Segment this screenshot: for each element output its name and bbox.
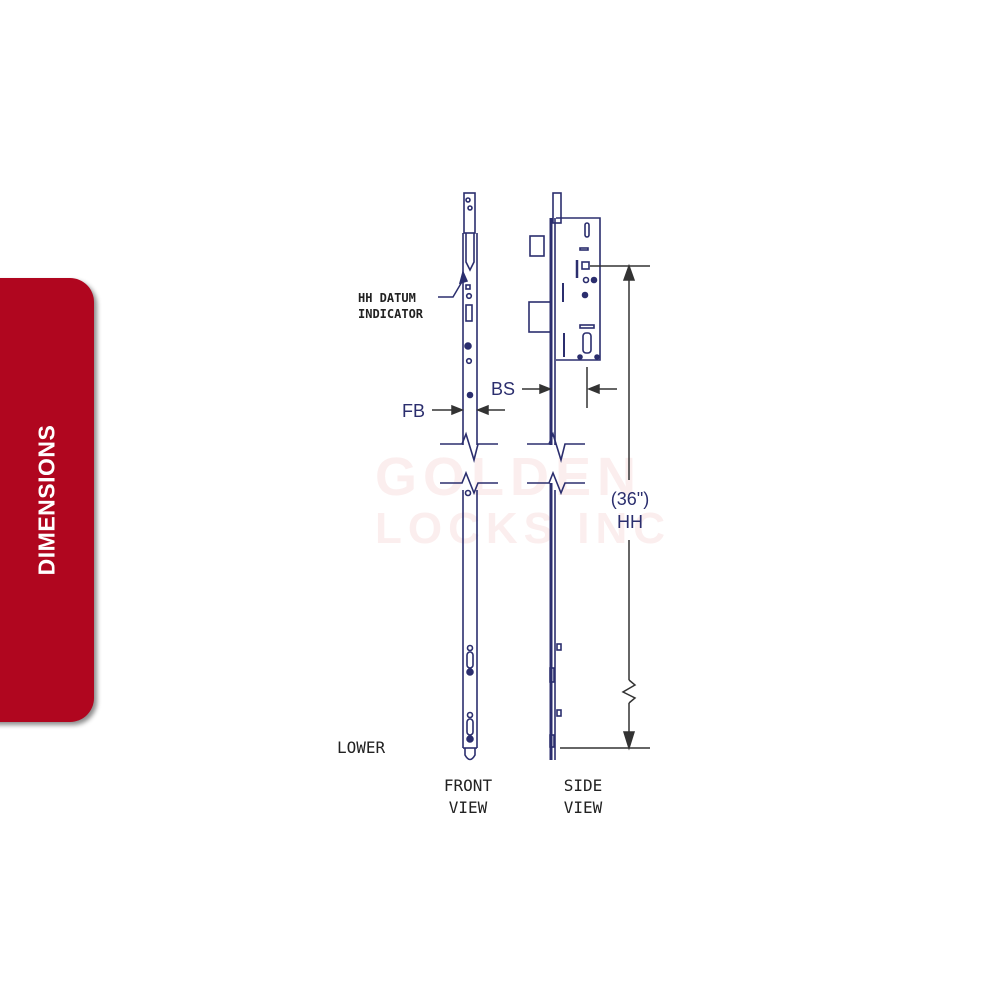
datum-label-line1: HH DATUM [358,291,416,305]
bs-label: BS [491,379,515,399]
datum-label-line2: INDICATOR [358,307,424,321]
hh-value-label: (36") [611,489,649,509]
datum-indicator-leader [438,269,469,298]
front-view-label-line2: VIEW [449,798,488,817]
watermark: GOLDEN LOCKS INC [375,447,671,553]
side-view-label-line2: VIEW [564,798,603,817]
bs-dimension [522,367,617,408]
fb-dimension [432,404,505,416]
side-view-drawing [527,192,601,760]
lower-label: LOWER [337,738,386,757]
watermark-line2: LOCKS INC [375,504,671,553]
fb-label: FB [402,401,425,421]
dimensions-tab [0,278,94,722]
side-view-label-line1: SIDE [564,776,603,795]
hh-label: HH [617,512,643,532]
hh-dimension [560,263,650,751]
front-view-label-line1: FRONT [444,776,493,795]
watermark-line1: GOLDEN [375,447,642,507]
